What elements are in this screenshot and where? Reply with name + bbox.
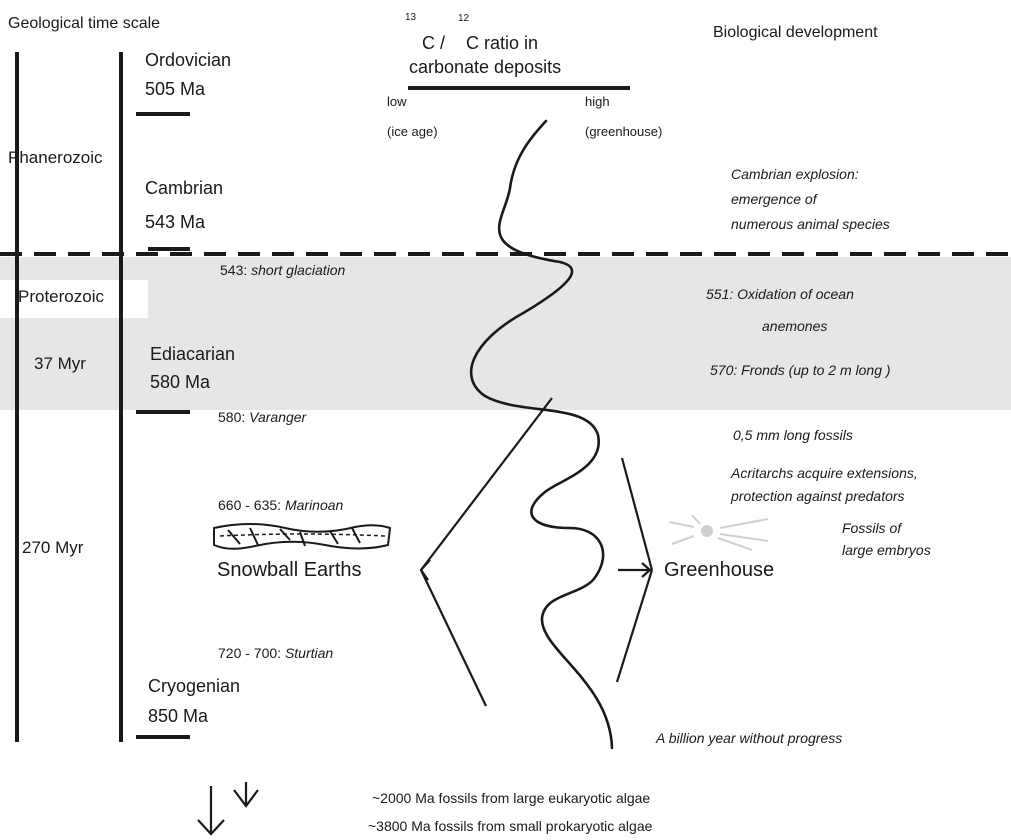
axis-low-sublabel: (ice age) (387, 124, 438, 139)
down-arrow-icon (198, 782, 258, 834)
isotope-curve (471, 121, 612, 748)
snowball-bracket-up (421, 398, 552, 570)
eon-phanerozoic: Phanerozoic (8, 148, 103, 168)
bio-embryos-line1: Fossils of (842, 520, 901, 536)
period-ordovician-name: Ordovician (145, 50, 231, 71)
glaciation-varanger: 580: Varanger (218, 409, 306, 425)
period-ordovician-age: 505 Ma (145, 79, 205, 100)
bio-development-title: Biological development (713, 24, 878, 42)
ratio-superscript-12: 12 (458, 13, 469, 24)
bio-billion-years: A billion year without progress (656, 730, 842, 746)
glaciation-marinoan: 660 - 635: Marinoan (218, 497, 343, 513)
glaciation-short-age: 543: (220, 262, 247, 278)
bio-fronds: 570: Fronds (up to 2 m long ) (710, 362, 891, 378)
glaciation-sturtian-name: Sturtian (285, 645, 333, 661)
snowball-earths-label: Snowball Earths (217, 559, 362, 582)
bio-fossils-05mm: 0,5 mm long fossils (733, 427, 853, 443)
glaciation-varanger-age: 580: (218, 409, 245, 425)
bio-cambrian-line1: Cambrian explosion: (731, 166, 859, 182)
bio-cambrian-line2: emergence of (731, 191, 817, 207)
eon-proterozoic: Proterozoic (18, 287, 104, 307)
period-cambrian-age: 543 Ma (145, 212, 205, 233)
bio-cambrian-line3: numerous animal species (731, 216, 890, 232)
ratio-subtitle: carbonate deposits (409, 57, 561, 78)
glaciation-varanger-name: Varanger (249, 409, 306, 425)
geo-scale-title: Geological time scale (8, 15, 160, 33)
greenhouse-bracket-up (622, 458, 652, 570)
glaciation-short: 543: short glaciation (220, 262, 345, 278)
snowball-bracket-down (421, 570, 486, 706)
axis-low-label: low (387, 94, 407, 109)
sun-icon (669, 515, 768, 550)
ratio-superscript-13: 13 (405, 12, 416, 23)
axis-high-sublabel: (greenhouse) (585, 124, 662, 139)
snowball-icon (214, 524, 390, 549)
bio-acritarchs-line2: protection against predators (731, 488, 905, 504)
glaciation-sturtian-age: 720 - 700: (218, 645, 281, 661)
period-ediacarian-age: 580 Ma (150, 372, 210, 393)
bio-oxidation-line1: 551: Oxidation of ocean (706, 286, 854, 302)
glaciation-sturtian: 720 - 700: Sturtian (218, 645, 333, 661)
period-cambrian-name: Cambrian (145, 178, 223, 199)
glaciation-marinoan-age: 660 - 635: (218, 497, 281, 513)
duration-cryogenian: 270 Myr (22, 538, 83, 558)
glaciation-marinoan-name: Marinoan (285, 497, 343, 513)
bio-oxidation-line2: anemones (762, 318, 827, 334)
ratio-c13: C / (422, 33, 445, 54)
duration-ediacaran: 37 Myr (34, 354, 86, 374)
ratio-title: C ratio in (466, 33, 538, 54)
bio-embryos-line2: large embryos (842, 542, 931, 558)
axis-high-label: high (585, 94, 610, 109)
period-cryogenian-name: Cryogenian (148, 676, 240, 697)
greenhouse-bracket-down (617, 570, 652, 682)
period-ediacarian-name: Ediacarian (150, 344, 235, 365)
period-cryogenian-age: 850 Ma (148, 706, 208, 727)
glaciation-short-name: short glaciation (251, 262, 345, 278)
greenhouse-label: Greenhouse (664, 559, 774, 582)
footer-eukaryotic: ~2000 Ma fossils from large eukaryotic a… (372, 790, 650, 806)
footer-prokaryotic: ~3800 Ma fossils from small prokaryotic … (368, 818, 652, 834)
bio-acritarchs-line1: Acritarchs acquire extensions, (731, 465, 918, 481)
